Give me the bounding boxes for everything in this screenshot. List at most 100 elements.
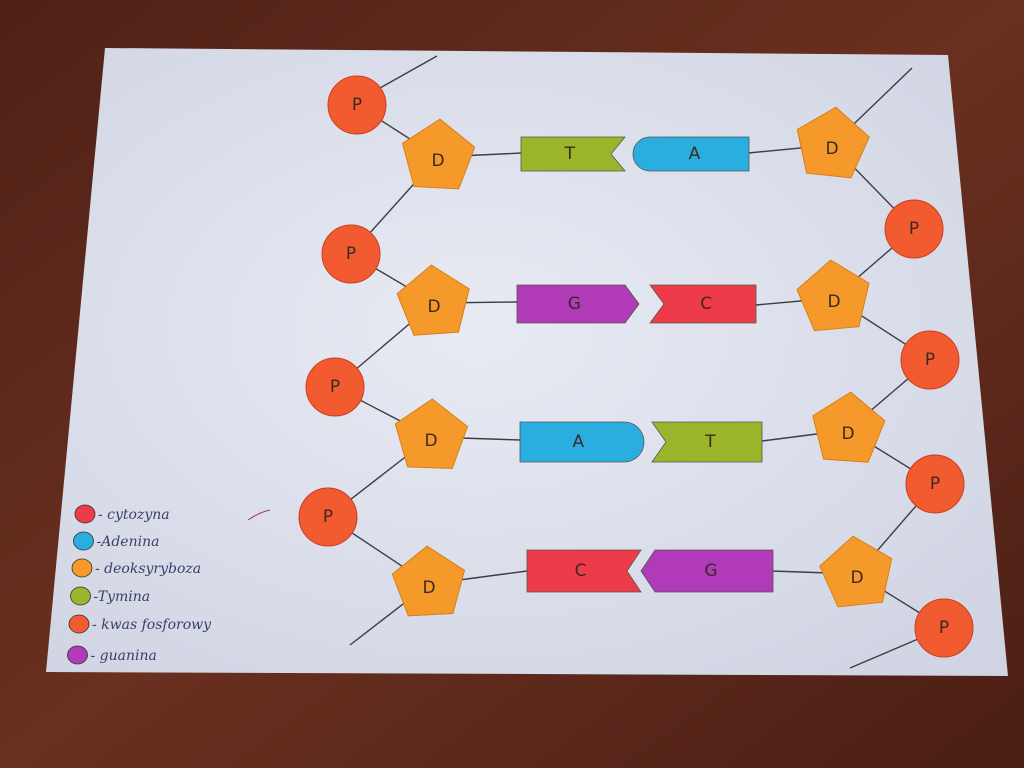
base-shape [632,136,750,172]
legend-item: - deoksyryboza [71,558,201,578]
phosphate-node: P [884,199,944,259]
base-shape [651,421,763,463]
thymine-base: T [520,136,626,172]
phosphate-circle [298,487,358,547]
legend-swatch [74,504,96,524]
phosphate-label: P [939,618,949,638]
legend-swatch [70,586,91,606]
sugar-label: D [827,292,840,312]
sugar-pentagon [796,106,870,179]
phosphate-circle [914,598,974,658]
base-letter: C [575,561,587,581]
phosphate-node: P [321,224,381,284]
phosphate-circle [905,454,965,514]
legend-item: - kwas fosforowy [68,614,212,634]
adenine-base: A [519,421,645,463]
base-shape [519,421,645,463]
sugar-pentagon [396,264,470,336]
base-letter: T [704,432,716,452]
sugar-label: D [424,431,437,451]
phosphate-label: P [330,377,340,397]
sugar-pentagons: D D D D D D D D [391,106,893,617]
phosphate-circle [900,330,960,390]
legend: - cytozyna -Adenina - deoksyryboza -Tymina -… [67,504,212,665]
phosphate-label: P [925,350,935,370]
sugar-node: D [394,398,469,470]
base-shape [526,549,642,593]
adenine-base: A [632,136,750,172]
guanine-base: G [516,284,640,324]
base-shape [640,549,774,593]
phosphate-label: P [930,474,940,494]
base-shape [520,136,626,172]
sugar-label: D [850,568,863,588]
sugar-node: D [796,259,870,332]
legend-swatch [67,645,88,665]
legend-label: - deoksyryboza [95,561,201,577]
phosphate-node: P [914,598,974,658]
phosphate-circle [884,199,944,259]
sugar-label: D [422,578,435,598]
phosphate-label: P [323,507,333,527]
base-letter: A [572,432,584,452]
cytosine-base: C [649,284,757,324]
legend-label: - cytozyna [98,507,170,523]
phosphate-node: P [298,487,358,547]
legend-swatch [73,531,94,551]
legend-swatch [71,558,93,578]
sugar-pentagon [796,259,870,332]
paper-sheet [46,48,1008,676]
base-letter: C [700,294,712,314]
legend-item: - cytozyna [74,504,170,524]
phosphate-node: P [905,454,965,514]
legend-item: - guanina [67,645,157,665]
sugar-label: D [825,139,838,159]
sugar-pentagon [812,391,886,463]
base-letter: A [689,144,701,164]
thymine-base: T [651,421,763,463]
legend-label: - kwas fosforowy [92,617,212,633]
sugar-node: D [391,545,466,617]
sugar-node: D [396,264,470,336]
phosphate-circle [327,75,387,135]
legend-swatch [68,614,90,634]
phosphate-label: P [909,219,919,239]
legend-item: -Adenina [73,531,160,551]
sugar-pentagon [401,118,476,190]
legend-item: -Tymina [70,586,151,606]
legend-label: - guanina [91,648,157,664]
phosphate-label: P [352,95,362,115]
phosphate-label: P [346,244,356,264]
sugar-node: D [796,106,870,179]
sugar-node: D [401,118,476,190]
backbone-line [379,55,438,89]
pen-mark [247,509,271,521]
base-letter: G [568,294,581,314]
sugar-node: D [819,535,893,608]
sugar-node: D [812,391,886,463]
cytosine-base: C [526,549,642,593]
sugar-pentagon [819,535,893,608]
phosphate-node: P [327,75,387,135]
phosphate-circle [321,224,381,284]
sugar-label: D [427,297,440,317]
phosphate-circles: P P P P P P P P [298,75,974,658]
legend-label: -Adenina [97,534,160,550]
phosphate-circle [305,357,365,417]
sugar-pentagon [394,398,469,470]
legend-label: -Tymina [94,589,151,605]
base-shape [516,284,640,324]
base-shape [649,284,757,324]
sugar-pentagon [391,545,466,617]
phosphate-node: P [305,357,365,417]
phosphate-node: P [900,330,960,390]
base-letter: G [704,561,717,581]
sugar-label: D [841,424,854,444]
